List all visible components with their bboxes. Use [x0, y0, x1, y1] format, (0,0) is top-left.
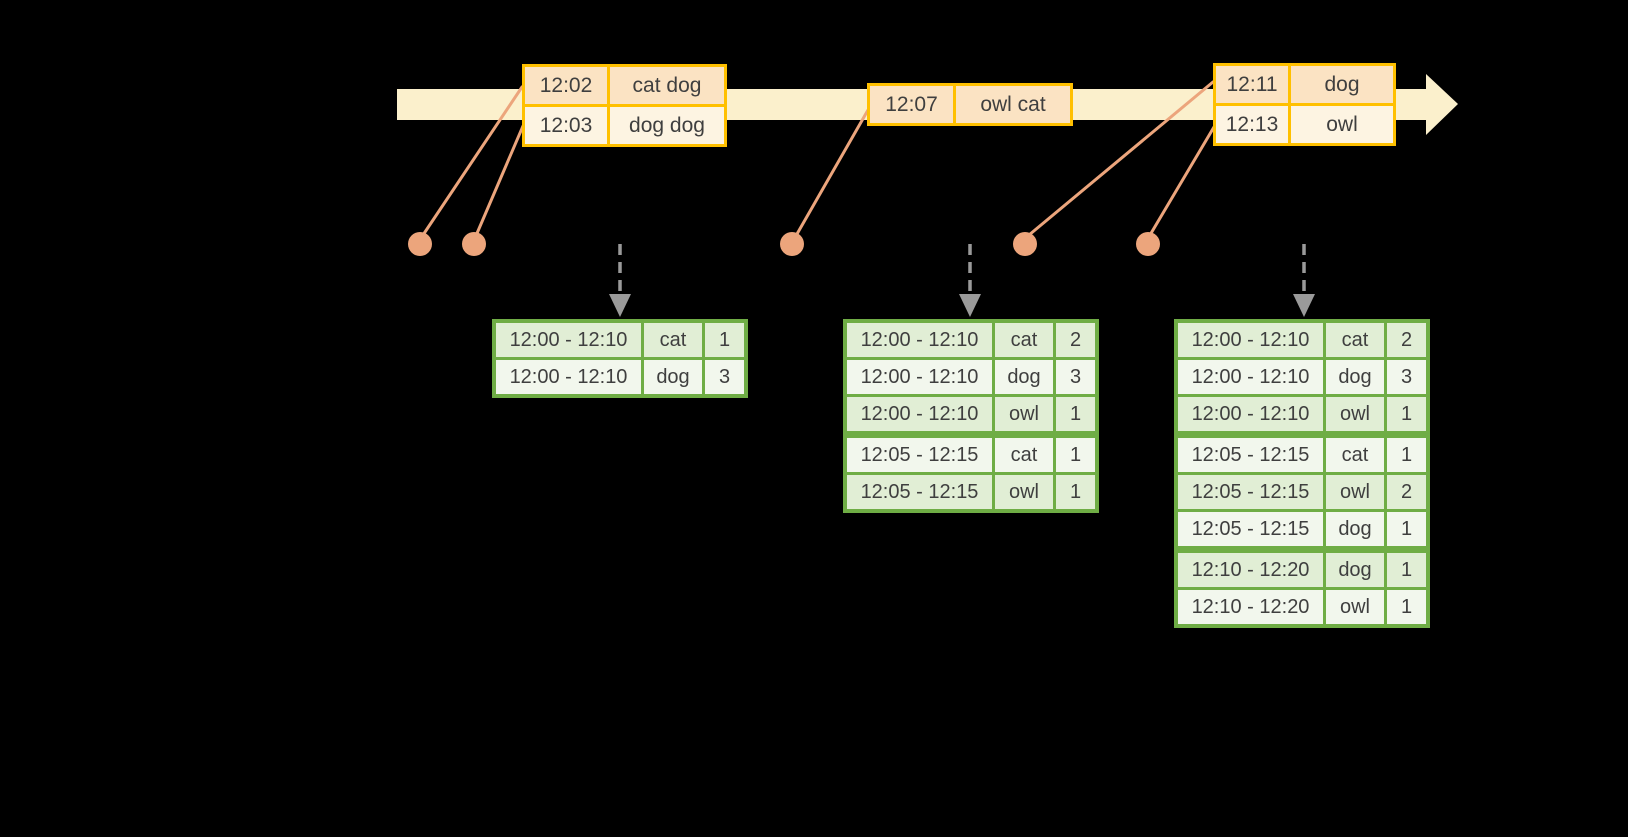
event-words-cell: owl cat — [956, 86, 1070, 123]
event-time-cell: 12:02 — [525, 67, 607, 104]
window-cell: 12:00 - 12:10 — [847, 323, 992, 357]
word-cell: cat — [1326, 323, 1384, 357]
event-connector-line — [1027, 80, 1215, 237]
event-connector-line — [1148, 125, 1216, 237]
event-dot — [1013, 232, 1037, 256]
event-words-cell: dog dog — [610, 107, 724, 144]
count-cell: 3 — [1387, 360, 1426, 394]
count-cell: 1 — [705, 323, 744, 357]
count-cell: 1 — [1056, 397, 1095, 431]
window-cell: 12:05 - 12:15 — [847, 438, 992, 472]
window-cell: 12:00 - 12:10 — [1178, 397, 1323, 431]
window-cell: 12:00 - 12:10 — [496, 323, 641, 357]
event-dot — [408, 232, 432, 256]
event-dot — [780, 232, 804, 256]
trigger-arrow-icon — [1293, 244, 1315, 317]
event-time-cell: 12:07 — [870, 86, 953, 123]
window-cell: 12:00 - 12:10 — [1178, 323, 1323, 357]
event-words-cell: owl — [1291, 106, 1393, 143]
count-cell: 3 — [705, 360, 744, 394]
window-cell: 12:00 - 12:10 — [847, 360, 992, 394]
event-dot — [462, 232, 486, 256]
window-cell: 12:05 - 12:15 — [1178, 512, 1323, 546]
count-cell: 1 — [1387, 438, 1426, 472]
word-cell: owl — [1326, 590, 1384, 624]
event-words-cell: cat dog — [610, 67, 724, 104]
window-cell: 12:00 - 12:10 — [847, 397, 992, 431]
window-cell: 12:00 - 12:10 — [496, 360, 641, 394]
word-cell: owl — [995, 475, 1053, 509]
count-cell: 1 — [1387, 590, 1426, 624]
word-cell: cat — [995, 438, 1053, 472]
count-cell: 2 — [1387, 323, 1426, 357]
word-cell: owl — [995, 397, 1053, 431]
count-cell: 1 — [1056, 438, 1095, 472]
trigger-arrow-icon — [959, 244, 981, 317]
word-cell: dog — [1326, 512, 1384, 546]
window-cell: 12:05 - 12:15 — [1178, 438, 1323, 472]
count-cell: 2 — [1387, 475, 1426, 509]
trigger-arrow-icon — [609, 244, 631, 317]
count-cell: 1 — [1387, 553, 1426, 587]
word-cell: cat — [995, 323, 1053, 357]
event-words-cell: dog — [1291, 66, 1393, 103]
window-cell: 12:05 - 12:15 — [847, 475, 992, 509]
word-cell: cat — [1326, 438, 1384, 472]
event-dot — [1136, 232, 1160, 256]
event-time-cell: 12:11 — [1216, 66, 1288, 103]
word-cell: owl — [1326, 475, 1384, 509]
word-cell: cat — [644, 323, 702, 357]
word-cell: dog — [995, 360, 1053, 394]
event-arrival-dots — [408, 232, 1160, 256]
event-connector-line — [419, 85, 524, 240]
event-time-cell: 12:13 — [1216, 106, 1288, 143]
count-cell: 3 — [1056, 360, 1095, 394]
event-time-cell: 12:03 — [525, 107, 607, 144]
trigger-arrows — [609, 244, 1315, 317]
count-cell: 2 — [1056, 323, 1095, 357]
count-cell: 1 — [1056, 475, 1095, 509]
word-cell: owl — [1326, 397, 1384, 431]
event-connector-line — [473, 124, 525, 240]
event-connector-line — [795, 108, 870, 236]
word-cell: dog — [1326, 360, 1384, 394]
count-cell: 1 — [1387, 397, 1426, 431]
timeline-arrowhead-icon — [1426, 74, 1458, 135]
window-cell: 12:00 - 12:10 — [1178, 360, 1323, 394]
word-cell: dog — [1326, 553, 1384, 587]
window-cell: 12:10 - 12:20 — [1178, 553, 1323, 587]
count-cell: 1 — [1387, 512, 1426, 546]
event-connector-lines — [419, 80, 1216, 240]
window-cell: 12:05 - 12:15 — [1178, 475, 1323, 509]
window-cell: 12:10 - 12:20 — [1178, 590, 1323, 624]
word-cell: dog — [644, 360, 702, 394]
